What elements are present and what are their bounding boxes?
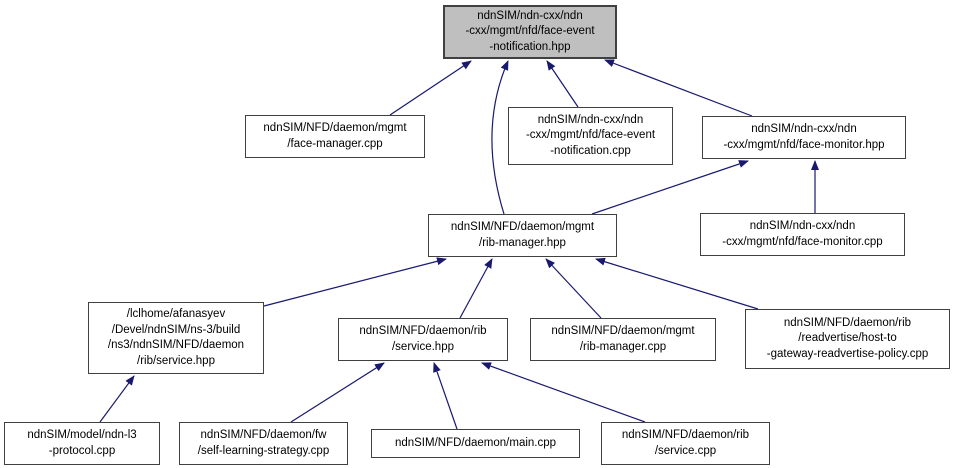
graph-node-rib-manager-cpp[interactable]: ndnSIM/NFD/daemon/mgmt /rib-manager.cpp [530, 318, 716, 361]
graph-node-rib-service-cpp[interactable]: ndnSIM/NFD/daemon/rib /service.cpp [601, 422, 770, 465]
graph-node-self-learning-strategy-cpp[interactable]: ndnSIM/NFD/daemon/fw /self-learning-stra… [179, 422, 348, 465]
graph-node-face-manager-cpp[interactable]: ndnSIM/NFD/daemon/mgmt /face-manager.cpp [245, 115, 425, 158]
edge-rib-manager-hpp-to-face-event-notification-hpp [491, 60, 509, 215]
edge-main-cpp-to-rib-service-hpp [433, 362, 458, 430]
edge-face-manager-cpp-to-face-event-notification-hpp [389, 60, 472, 116]
graph-node-main-cpp[interactable]: ndnSIM/NFD/daemon/main.cpp [371, 429, 580, 458]
edge-rib-manager-hpp-to-face-monitor-hpp [591, 160, 749, 215]
edge-lclhome-build-service-hpp-to-rib-manager-hpp [263, 257, 447, 307]
edge-face-event-notification-cpp-to-face-event-notification-hpp [546, 60, 579, 108]
graph-node-rib-service-hpp[interactable]: ndnSIM/NFD/daemon/rib /service.hpp [338, 318, 508, 361]
graph-node-host-to-gateway-readvertise-policy-cpp[interactable]: ndnSIM/NFD/daemon/rib /readvertise/host-… [745, 309, 950, 369]
edge-face-monitor-hpp-to-face-event-notification-hpp [604, 59, 753, 117]
graph-node-rib-manager-hpp[interactable]: ndnSIM/NFD/daemon/mgmt /rib-manager.hpp [428, 214, 617, 257]
edge-host-to-gateway-readvertise-policy-cpp-to-rib-manager-hpp [595, 257, 759, 310]
edge-ndn-l3-protocol-cpp-to-lclhome-build-service-hpp [99, 375, 135, 423]
graph-node-face-monitor-hpp[interactable]: ndnSIM/ndn-cxx/ndn -cxx/mgmt/nfd/face-mo… [702, 116, 906, 159]
graph-node-face-monitor-cpp[interactable]: ndnSIM/ndn-cxx/ndn -cxx/mgmt/nfd/face-mo… [700, 213, 905, 256]
graph-node-lclhome-build-service-hpp[interactable]: /lclhome/afanasyev /Devel/ndnSIM/ns-3/bu… [88, 302, 264, 374]
graph-node-face-event-notification-cpp[interactable]: ndnSIM/ndn-cxx/ndn -cxx/mgmt/nfd/face-ev… [508, 107, 673, 165]
edge-self-learning-strategy-cpp-to-rib-service-hpp [290, 362, 385, 423]
edge-rib-service-cpp-to-rib-service-hpp [481, 362, 646, 423]
edge-rib-service-hpp-to-rib-manager-hpp [459, 258, 493, 319]
graph-node-ndn-l3-protocol-cpp[interactable]: ndnSIM/model/ndn-l3 -protocol.cpp [4, 422, 160, 465]
graph-node-face-event-notification-hpp: ndnSIM/ndn-cxx/ndn -cxx/mgmt/nfd/face-ev… [443, 5, 617, 59]
edge-rib-manager-cpp-to-rib-manager-hpp [545, 258, 602, 319]
edges-group [99, 59, 819, 430]
